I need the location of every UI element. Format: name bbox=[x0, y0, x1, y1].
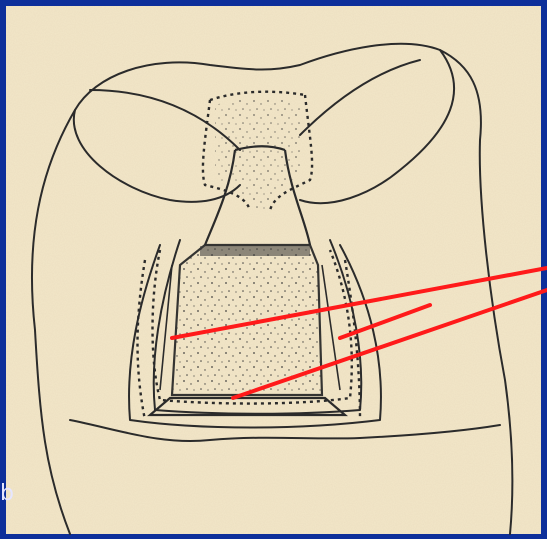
proximal-box bbox=[172, 245, 322, 395]
stray-character: b bbox=[0, 480, 14, 508]
box-top-band bbox=[200, 246, 310, 256]
